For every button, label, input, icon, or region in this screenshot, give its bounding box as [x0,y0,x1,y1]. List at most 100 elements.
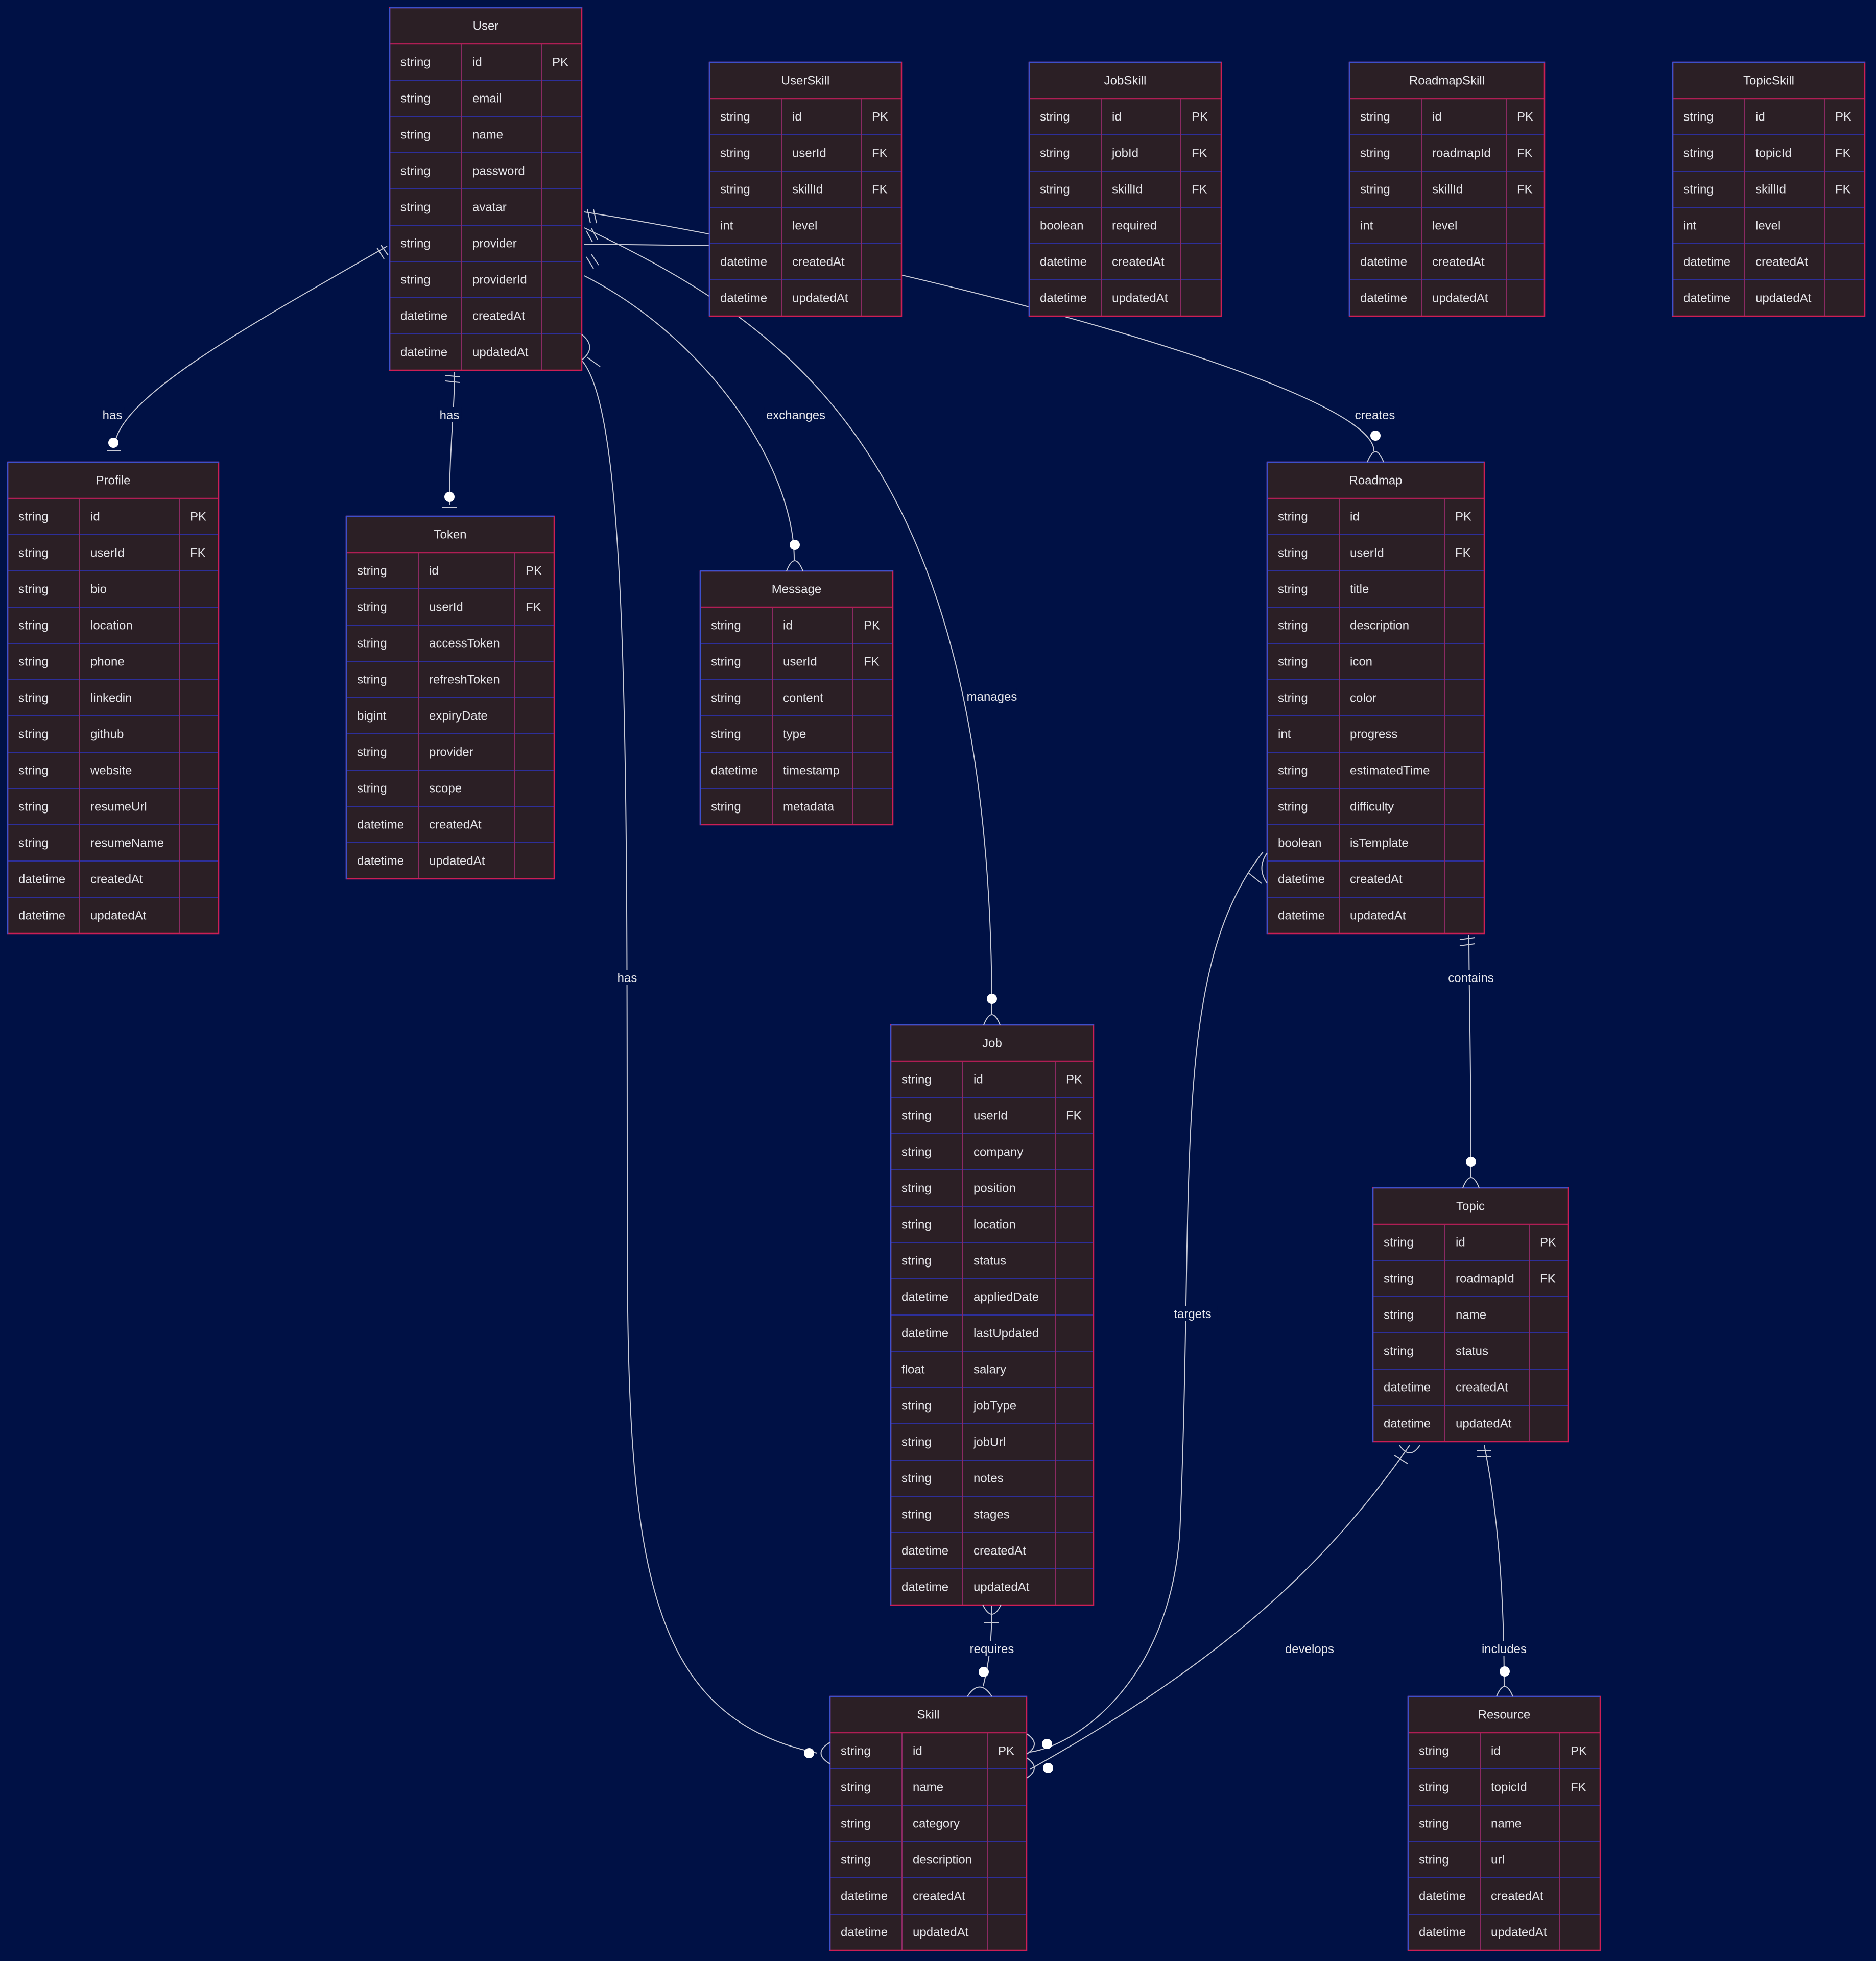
attr-type: string [1384,1308,1414,1322]
attr-name: name [472,128,503,142]
attr-name: content [783,691,823,705]
attr-key: FK [1517,147,1533,160]
attr-name: topicId [1491,1781,1527,1795]
attr-name: updatedAt [1456,1417,1512,1431]
entity-title: JobSkill [1104,74,1147,88]
attr-type: string [711,728,741,742]
attr-name: notes [973,1472,1004,1486]
attr-type: string [400,273,431,287]
attr-type: datetime [841,1890,888,1903]
attr-type: string [1278,655,1308,669]
cardinality-many-marker [1367,451,1384,463]
attr-key: PK [1517,110,1533,124]
entity-title: Profile [96,474,130,488]
attr-type: string [711,655,741,669]
attr-type: string [1278,800,1308,814]
cardinality-many-marker [1496,1686,1513,1697]
attr-type: string [357,564,387,578]
attr-name: location [973,1218,1016,1232]
attr-name: createdAt [913,1890,965,1903]
attr-type: string [1278,583,1308,596]
attr-key: PK [1192,110,1208,124]
attr-key: PK [1066,1073,1082,1087]
attr-name: createdAt [1350,873,1403,887]
attr-key: FK [1192,147,1207,160]
attr-name: stages [973,1508,1010,1522]
attr-name: createdAt [792,255,845,269]
attr-name: updatedAt [472,346,529,360]
attr-key: FK [1835,147,1851,160]
cardinality-zero-marker [108,438,118,448]
attr-name: resumeName [90,836,164,850]
relationship-label: includes [1482,1642,1527,1656]
cardinality-zero-marker [444,492,455,502]
attr-type: string [400,92,431,106]
relationship-label-bg [967,688,1017,704]
attr-key: PK [552,56,568,69]
attr-name: provider [472,237,517,251]
attr-key: FK [190,546,206,560]
attr-name: position [973,1182,1016,1195]
attr-name: userId [973,1109,1008,1123]
attr-key: PK [526,564,542,578]
attr-name: skillId [1112,183,1143,197]
attr-key: PK [872,110,888,124]
attr-name: description [913,1853,972,1867]
attr-key: FK [1517,183,1533,197]
attr-type: string [400,128,431,142]
attr-name: name [1491,1817,1522,1831]
relationship-label: targets [1174,1307,1211,1321]
cardinality-many-marker [820,1742,830,1764]
relationship-label-bg [1281,1641,1338,1656]
attr-type: string [901,1109,932,1123]
entity-box [1029,62,1221,316]
attr-key: FK [1066,1109,1082,1123]
attr-type: boolean [1278,836,1321,850]
relationship-label: has [103,409,123,422]
relationship-label-bg [1476,1641,1532,1656]
attr-name: updatedAt [429,854,485,868]
attr-name: appliedDate [973,1290,1039,1304]
attr-name: jobId [1111,147,1138,160]
attr-name: updatedAt [1755,292,1812,305]
attr-name: userId [783,655,817,669]
attr-type: string [357,637,387,651]
attr-name: bio [90,583,107,596]
attr-type: string [1384,1345,1414,1358]
attr-key: PK [1835,110,1851,124]
cardinality-many-marker [1462,1177,1480,1188]
entity-title: UserSkill [781,74,830,88]
entity-box [8,462,219,934]
attr-type: string [18,764,49,778]
attr-key: FK [872,183,888,197]
attr-type: string [841,1817,871,1831]
attr-type: string [18,836,49,850]
entity-title: User [473,19,499,33]
relationship-label: requires [970,1642,1014,1656]
attr-name: jobType [973,1399,1016,1413]
relationship-label: has [440,409,460,422]
attr-name: skillId [1755,183,1786,197]
attr-name: createdAt [1755,255,1808,269]
attr-name: id [1350,510,1360,524]
attr-name: type [783,728,806,742]
attr-name: website [90,764,132,778]
cardinality-zero-marker [979,1667,989,1677]
attr-type: datetime [1040,292,1087,305]
relationship-label-bg [615,970,639,985]
attr-name: userId [1350,546,1384,560]
attr-type: datetime [901,1544,948,1558]
attr-type: datetime [1384,1381,1431,1395]
attr-key: FK [864,655,880,669]
attr-type: string [18,691,49,705]
attr-type: string [400,164,431,178]
attr-type: string [1278,510,1308,524]
attr-name: url [1491,1853,1505,1867]
attr-type: datetime [901,1327,948,1341]
attr-type: string [901,1073,932,1087]
cardinality-bar-marker [445,380,460,383]
cardinality-many-marker [1261,852,1268,884]
